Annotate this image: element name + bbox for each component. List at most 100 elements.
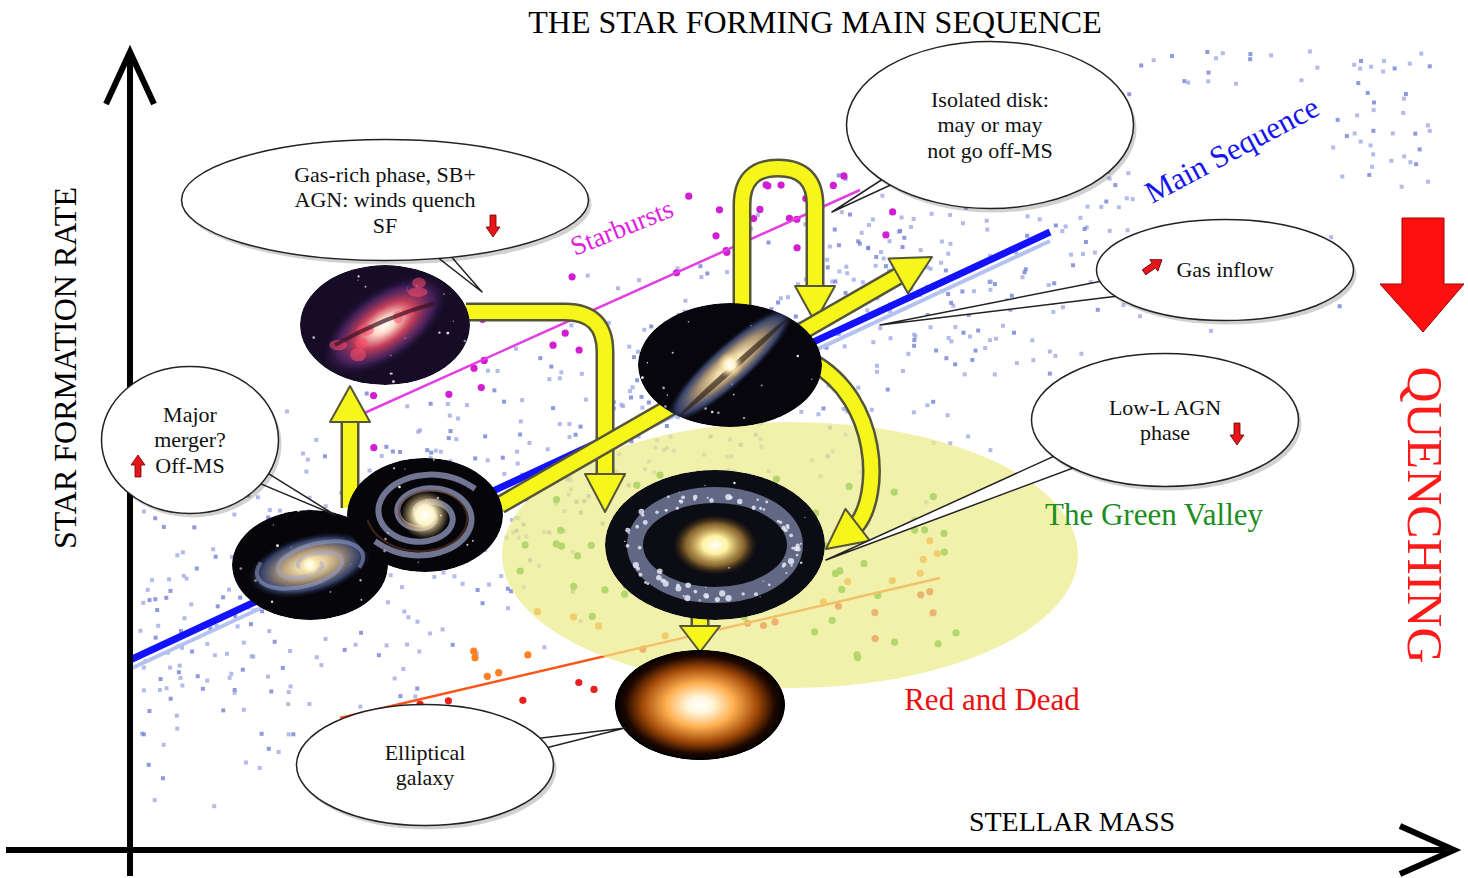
- galaxy-point: [968, 335, 972, 339]
- galaxy-point: [889, 336, 893, 340]
- galaxy-point: [1108, 229, 1112, 233]
- galaxy-point: [1299, 78, 1303, 82]
- arrow-head: [330, 386, 370, 422]
- star-dot: [353, 540, 356, 543]
- ring-knot: [628, 532, 630, 534]
- galaxy-point: [249, 622, 253, 626]
- galaxy-point: [405, 404, 409, 408]
- galaxy-body: [615, 650, 785, 760]
- ring-knot: [752, 506, 756, 510]
- spiral-arm: [378, 475, 475, 542]
- starburst-knot: [350, 348, 366, 361]
- galaxy-point: [586, 274, 590, 278]
- star-dot: [672, 352, 674, 354]
- galaxy-point: [830, 182, 837, 189]
- region-label: The Green Valley: [1045, 497, 1263, 533]
- galaxy-point: [756, 206, 763, 213]
- star-dot: [669, 422, 671, 424]
- galaxy-point: [401, 667, 405, 671]
- star-dot: [359, 579, 361, 581]
- galaxy-point: [912, 344, 916, 348]
- galaxy-point: [1336, 118, 1340, 122]
- galaxy-point: [213, 653, 217, 657]
- star-dot: [433, 459, 435, 461]
- sequence-label: Main Sequence: [1139, 89, 1325, 211]
- galaxy-point: [559, 370, 563, 374]
- ring-knot: [656, 575, 662, 581]
- galaxy-point: [947, 336, 951, 340]
- galaxy-point: [989, 280, 993, 284]
- axis-title: STELLAR MASS: [969, 806, 1175, 838]
- bubble-shape: [102, 367, 279, 514]
- galaxy-point: [385, 643, 389, 647]
- galaxy-point: [406, 615, 410, 619]
- galaxy-point: [287, 690, 291, 694]
- galaxy-point: [1338, 304, 1342, 308]
- galaxy-point: [901, 369, 905, 373]
- galaxy-point: [930, 212, 934, 216]
- speech-bubble: Major merger? Off-MS: [100, 365, 280, 515]
- galaxy-point: [974, 349, 978, 353]
- galaxy-point: [273, 640, 277, 644]
- ring-knot: [788, 558, 794, 564]
- sequence-label: Red and Dead: [904, 682, 1080, 718]
- star-dot: [659, 420, 662, 423]
- ring-knot: [725, 595, 731, 601]
- galaxy-point: [1139, 63, 1143, 67]
- star-dot: [797, 355, 799, 357]
- galaxy-point: [1352, 63, 1356, 67]
- ring-knot: [693, 495, 698, 500]
- galaxy-point: [495, 669, 502, 676]
- galaxy-point: [153, 798, 157, 802]
- star-dot: [453, 321, 455, 323]
- galaxy-point: [632, 355, 636, 359]
- galaxy-point: [1069, 253, 1073, 257]
- galaxy-point: [277, 750, 281, 754]
- star-dot: [380, 591, 381, 592]
- galaxy-point: [1248, 52, 1252, 56]
- star-dot: [297, 510, 299, 512]
- galaxy-point: [1010, 294, 1014, 298]
- galaxy-point: [1372, 101, 1376, 105]
- galaxy-point: [281, 666, 285, 670]
- galaxy-point: [837, 173, 841, 177]
- galaxy-point: [558, 376, 562, 380]
- galaxy-point: [306, 458, 310, 462]
- galaxy-point: [1186, 81, 1190, 85]
- galaxy-point: [236, 624, 240, 628]
- galaxy-point: [939, 261, 943, 265]
- galaxy-point: [845, 271, 849, 275]
- speech-bubble: Gas inflow: [1095, 218, 1355, 322]
- star-dot: [415, 266, 417, 268]
- bubble-shape: [847, 42, 1134, 209]
- star-dot: [662, 387, 665, 390]
- galaxy-point: [370, 392, 377, 399]
- galaxy-point: [244, 760, 248, 764]
- galaxy-point: [946, 252, 950, 256]
- ring-knot: [667, 495, 670, 498]
- scatter-points: [138, 50, 1431, 809]
- bubble-text: Elliptical galaxy: [365, 740, 485, 791]
- galaxy-point: [647, 401, 651, 405]
- star-dot: [391, 373, 393, 375]
- galaxy-point: [568, 273, 575, 280]
- galaxy-point: [1015, 361, 1019, 365]
- galaxy-point: [988, 448, 992, 452]
- galaxy-point: [190, 650, 194, 654]
- galaxy-point: [1078, 216, 1082, 220]
- galaxy-point: [185, 577, 189, 581]
- galaxy-point: [413, 695, 417, 699]
- galaxy-point: [542, 645, 546, 649]
- star-dot: [312, 336, 315, 339]
- star-dot: [245, 608, 248, 611]
- galaxy-point: [934, 349, 938, 353]
- galaxy-point: [844, 265, 848, 269]
- ring-knot: [759, 507, 762, 510]
- galaxy-point: [909, 225, 913, 229]
- galaxy-point: [301, 452, 305, 456]
- galaxy-point: [142, 688, 146, 692]
- bubble-text-block: Isolated disk: may or may not go off-MS: [925, 87, 1055, 163]
- galaxy-point: [1209, 329, 1213, 333]
- galaxy-point: [175, 714, 179, 718]
- galaxy-point: [833, 279, 837, 283]
